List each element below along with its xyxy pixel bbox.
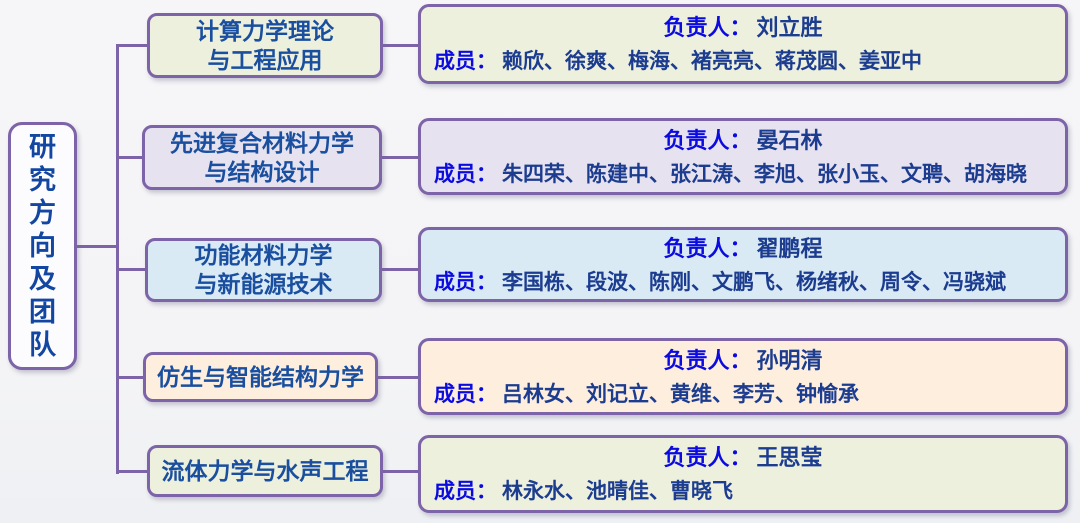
connector-root-to-trunk: [77, 245, 116, 248]
connector-trunk-to-topic-5: [116, 470, 147, 473]
members-line: 成员：李国栋、段波、陈刚、文鹏飞、杨绪秋、周令、冯骁斌: [434, 266, 1052, 300]
team-box-functional-materials: 负责人：翟鹏程 成员：李国栋、段波、陈刚、文鹏飞、杨绪秋、周令、冯骁斌: [418, 227, 1068, 302]
members-names: 赖欣、徐爽、梅海、褚亮亮、蒋茂圆、姜亚中: [502, 50, 922, 73]
leader-name: 孙明清: [756, 347, 823, 373]
team-box-composite-materials: 负责人：晏石林 成员：朱四荣、陈建中、张江涛、李旭、张小玉、文聘、胡海晓: [418, 118, 1068, 195]
members-names: 林永水、池晴佳、曹晓飞: [502, 480, 733, 503]
connector-topic-3-to-team: [382, 268, 418, 271]
leader-name: 王思莹: [756, 445, 823, 470]
members-label: 成员：: [434, 50, 497, 73]
topic-title: 流体力学与水声工程: [161, 457, 369, 484]
connector-trunk-to-topic-1: [116, 44, 147, 47]
leader-line: 负责人：孙明清: [434, 344, 1052, 378]
members-label: 成员：: [434, 382, 497, 406]
leader-label: 负责人：: [663, 445, 752, 470]
leader-line: 负责人：翟鹏程: [434, 232, 1052, 266]
leader-line: 负责人：晏石林: [434, 124, 1052, 158]
members-names: 吕林女、刘记立、黄维、李芳、钟愉承: [502, 382, 859, 406]
leader-line: 负责人：王思莹: [434, 441, 1052, 475]
members-label: 成员：: [434, 270, 497, 294]
connector-topic-1-to-team: [383, 44, 418, 47]
connector-trunk-to-topic-4: [116, 376, 143, 379]
connector-topic-4-to-team: [378, 376, 418, 379]
members-label: 成员：: [434, 162, 497, 186]
root-box-research-directions: 研究方向及团队: [8, 122, 77, 370]
topic-title: 仿生与智能结构力学: [157, 363, 364, 390]
topic-box-computational-mechanics: 计算力学理论 与工程应用: [147, 13, 383, 78]
members-line: 成员：朱四荣、陈建中、张江涛、李旭、张小玉、文聘、胡海晓: [434, 158, 1052, 192]
leader-name: 晏石林: [756, 127, 823, 153]
team-box-bionic-smart-structures: 负责人：孙明清 成员：吕林女、刘记立、黄维、李芳、钟愉承: [418, 338, 1068, 415]
team-box-computational-mechanics: 负责人：刘立胜 成员：赖欣、徐爽、梅海、褚亮亮、蒋茂圆、姜亚中: [418, 4, 1068, 84]
root-label: 研究方向及团队: [29, 131, 56, 360]
members-label: 成员：: [434, 480, 497, 503]
members-line: 成员：吕林女、刘记立、黄维、李芳、钟愉承: [434, 378, 1052, 412]
team-box-fluid-acoustics: 负责人：王思莹 成员：林永水、池晴佳、曹晓飞: [418, 435, 1068, 513]
leader-label: 负责人：: [663, 347, 752, 373]
members-line: 成员：赖欣、徐爽、梅海、褚亮亮、蒋茂圆、姜亚中: [434, 45, 1052, 79]
connector-topic-5-to-team: [383, 470, 418, 473]
leader-label: 负责人：: [663, 235, 752, 261]
leader-line: 负责人：刘立胜: [434, 11, 1052, 45]
connector-trunk-to-topic-2: [116, 156, 142, 159]
topic-title: 计算力学理论 与工程应用: [196, 17, 334, 73]
connector-trunk: [116, 44, 119, 474]
leader-name: 翟鹏程: [756, 235, 823, 261]
members-names: 李国栋、段波、陈刚、文鹏飞、杨绪秋、周令、冯骁斌: [502, 270, 1006, 294]
connector-topic-2-to-team: [382, 156, 418, 159]
connector-trunk-to-topic-3: [116, 268, 145, 271]
leader-name: 刘立胜: [756, 15, 823, 40]
topic-box-bionic-smart-structures: 仿生与智能结构力学: [143, 352, 378, 402]
topic-box-composite-materials: 先进复合材料力学 与结构设计: [142, 125, 382, 190]
leader-label: 负责人：: [663, 127, 752, 153]
topic-title: 先进复合材料力学 与结构设计: [170, 129, 354, 185]
members-line: 成员：林永水、池晴佳、曹晓飞: [434, 475, 1052, 509]
topic-title: 功能材料力学 与新能源技术: [194, 242, 333, 297]
members-names: 朱四荣、陈建中、张江涛、李旭、张小玉、文聘、胡海晓: [502, 162, 1027, 186]
topic-box-fluid-acoustics: 流体力学与水声工程: [147, 445, 383, 497]
leader-label: 负责人：: [663, 15, 752, 40]
topic-box-functional-materials: 功能材料力学 与新能源技术: [145, 238, 382, 302]
